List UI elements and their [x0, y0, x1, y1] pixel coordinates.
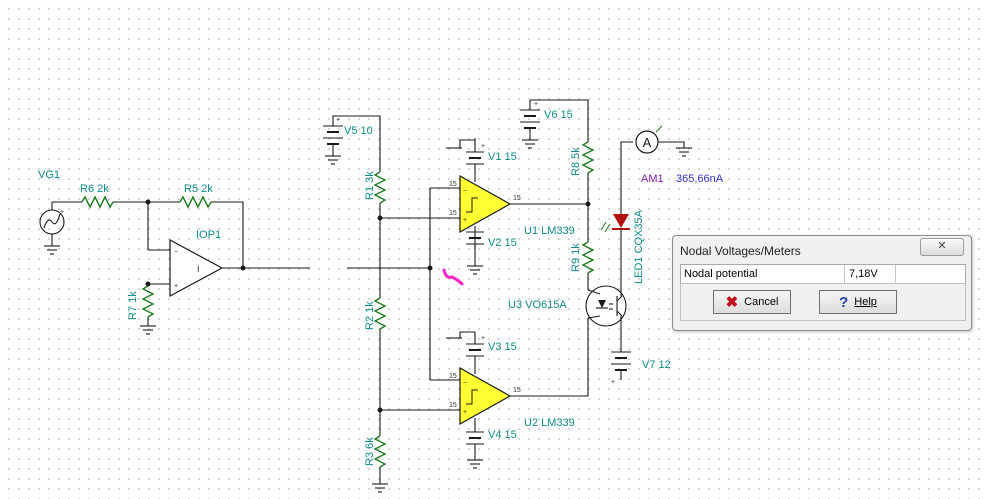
label-v2: V2 15	[488, 237, 517, 249]
label-r5: R5 2k	[184, 183, 213, 195]
label-v7: V7 12	[642, 359, 671, 371]
resistor-r8[interactable]	[581, 141, 595, 174]
nodal-potential-row[interactable]: Nodal potential 7,18V	[680, 264, 966, 284]
label-v4: V4 15	[488, 429, 517, 441]
pin-label: 15	[449, 210, 457, 217]
label-r3: R3 6k	[364, 437, 376, 466]
svg-text:I: I	[197, 264, 200, 274]
battery-v2[interactable]	[466, 231, 484, 275]
resistor-r2[interactable]	[373, 297, 387, 330]
comparator-u1[interactable]: − +	[459, 174, 512, 234]
resistor-r5[interactable]	[179, 195, 212, 209]
svg-text:A: A	[643, 135, 652, 150]
signal-generator-vg1[interactable]: +	[39, 202, 65, 255]
battery-v7[interactable]: +	[611, 351, 631, 386]
svg-text:+: +	[336, 117, 340, 124]
cancel-label: Cancel	[744, 296, 779, 308]
resistor-r3[interactable]	[373, 435, 387, 468]
label-r6: R6 2k	[80, 183, 109, 195]
row-name: Nodal potential	[684, 268, 758, 280]
close-icon: ✕	[937, 240, 947, 252]
battery-v3[interactable]: +	[446, 331, 485, 357]
svg-text:+: +	[174, 283, 178, 290]
pin-label: 15	[449, 402, 457, 409]
svg-text:−: −	[174, 249, 178, 256]
help-label: Help	[854, 296, 877, 308]
cancel-x-icon: ✖	[725, 293, 739, 311]
led-led1[interactable]	[600, 214, 630, 233]
opamp-iop1[interactable]: − + I	[169, 238, 224, 298]
ammeter-am1[interactable]: A	[635, 125, 692, 157]
battery-v5[interactable]: +	[323, 115, 381, 172]
svg-text:−: −	[463, 188, 467, 195]
dialog-title: Nodal Voltages/Meters	[680, 244, 801, 258]
dialog-button-panel: ✖ Cancel ? Help	[680, 283, 966, 321]
label-r1: R1 3k	[364, 171, 376, 200]
svg-text:+: +	[611, 379, 615, 386]
pin-label: 15	[449, 373, 457, 380]
svg-text:−: −	[463, 380, 467, 387]
help-button[interactable]: ? Help	[819, 290, 897, 314]
label-u1: U1 LM339	[524, 225, 575, 237]
svg-text:+: +	[534, 101, 538, 108]
resistor-r6[interactable]	[81, 195, 114, 209]
row-value: 7,18V	[849, 268, 878, 280]
ammeter-value: 365,66nA	[676, 173, 724, 185]
annotation-mark	[442, 268, 464, 286]
svg-text:+: +	[481, 143, 485, 150]
cancel-button[interactable]: ✖ Cancel	[713, 290, 791, 314]
optocoupler-u3[interactable]	[585, 285, 627, 327]
label-v6: V6 15	[544, 109, 573, 121]
battery-v6[interactable]: +	[520, 99, 589, 149]
pin-label: 15	[449, 181, 457, 188]
pin-label: 15	[513, 387, 521, 394]
label-u2: U2 LM339	[524, 417, 575, 429]
battery-v4[interactable]	[466, 431, 484, 469]
label-am1: AM1	[641, 173, 664, 185]
svg-text:+: +	[463, 217, 467, 224]
label-r9: R9 1k	[570, 243, 582, 272]
label-v1: V1 15	[488, 151, 517, 163]
label-r8: R8 5k	[570, 147, 582, 176]
resistor-r9[interactable]	[581, 241, 595, 274]
label-v3: V3 15	[488, 341, 517, 353]
svg-text:+: +	[481, 335, 485, 342]
label-vg1: VG1	[38, 169, 60, 181]
battery-v1[interactable]: +	[446, 138, 485, 165]
close-button[interactable]: ✕	[920, 238, 964, 256]
resistor-r1[interactable]	[373, 171, 387, 204]
label-r2: R2 1k	[364, 301, 376, 330]
pin-label: 15	[513, 195, 521, 202]
help-question-icon: ?	[839, 293, 849, 311]
nodal-voltages-dialog: Nodal Voltages/Meters ✕ Nodal potential …	[672, 235, 972, 331]
resistor-r7[interactable]	[141, 285, 155, 318]
label-u3: U3 VO615A	[508, 299, 567, 311]
comparator-u2[interactable]: − +	[459, 366, 512, 426]
label-r7: R7 1k	[127, 291, 139, 320]
svg-text:+: +	[463, 409, 467, 416]
svg-text:+: +	[60, 209, 64, 216]
label-led1: LED1 CQX35A	[633, 209, 645, 284]
label-v5: V5 10	[344, 125, 373, 137]
label-iop1: IOP1	[196, 229, 221, 241]
